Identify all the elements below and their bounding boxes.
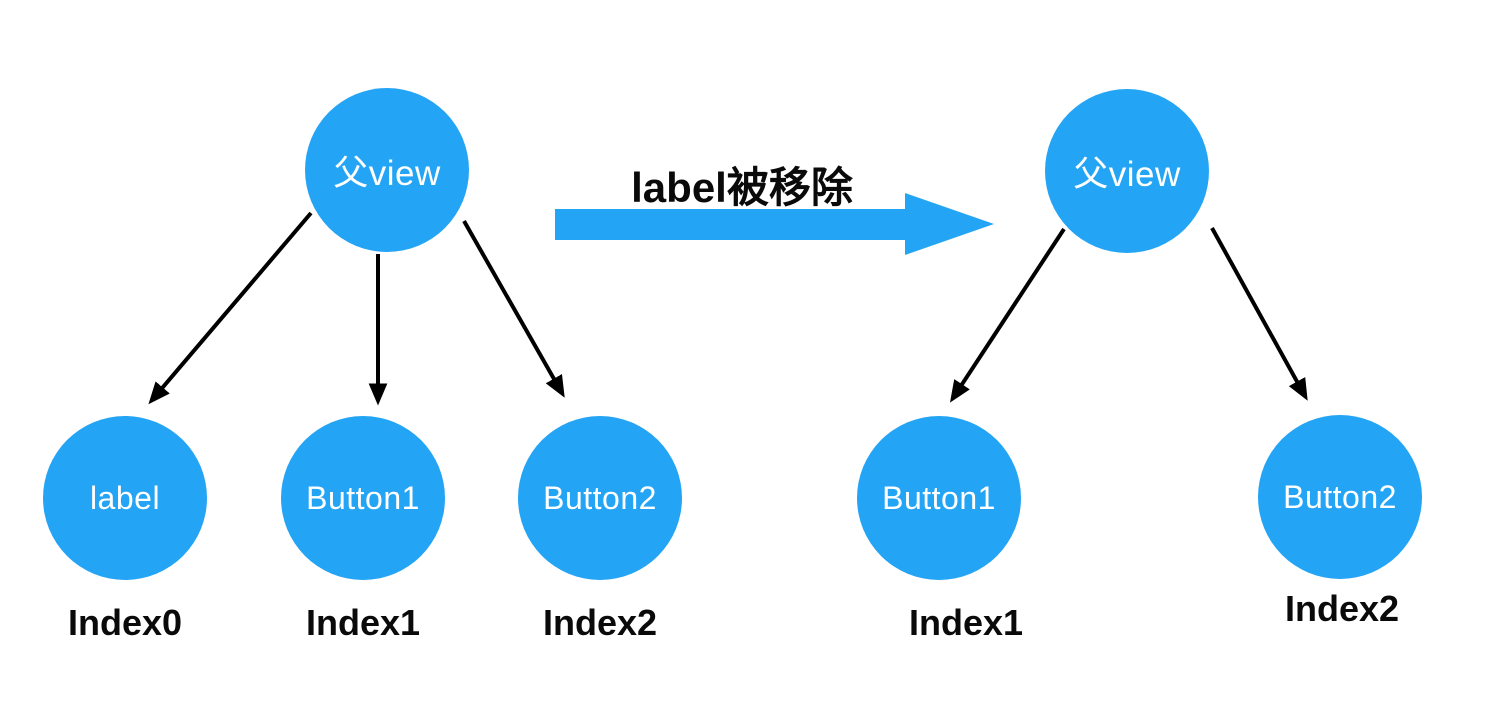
- node-label-text: label: [89, 479, 161, 516]
- edge-left-parent-to-button2: [462, 220, 565, 398]
- index-label-index0: Index0: [67, 602, 183, 643]
- index-label-index2-right: Index2: [1284, 588, 1400, 629]
- node-button1-left-text: Button1: [306, 479, 420, 516]
- node-button1-right: Button1: [857, 416, 1021, 580]
- node-parent-view-left-label: 父view: [333, 153, 441, 193]
- node-button2-right: Button2: [1258, 415, 1422, 579]
- node-button1-right-text: Button1: [882, 479, 996, 516]
- node-button2-left: Button2: [518, 416, 682, 580]
- edge-right-parent-to-button1: [949, 227, 1066, 403]
- node-parent-view-left: 父view: [305, 88, 469, 252]
- node-button2-left-text: Button2: [543, 479, 657, 516]
- node-parent-view-right: 父view: [1045, 89, 1209, 253]
- transition-arrow: [555, 193, 994, 255]
- node-label: label: [43, 416, 207, 580]
- index-label-index1-right: Index1: [908, 602, 1024, 643]
- node-parent-view-right-label: 父view: [1073, 154, 1181, 194]
- node-button1-left: Button1: [281, 416, 445, 580]
- node-button2-right-text: Button2: [1283, 478, 1397, 515]
- edge-left-parent-to-label: [148, 211, 313, 405]
- index-label-index2-left: Index2: [542, 602, 658, 643]
- index-label-index1-left: Index1: [305, 602, 421, 643]
- edge-right-parent-to-button2: [1210, 227, 1308, 401]
- transition-arrow-label: label被移除: [631, 164, 853, 211]
